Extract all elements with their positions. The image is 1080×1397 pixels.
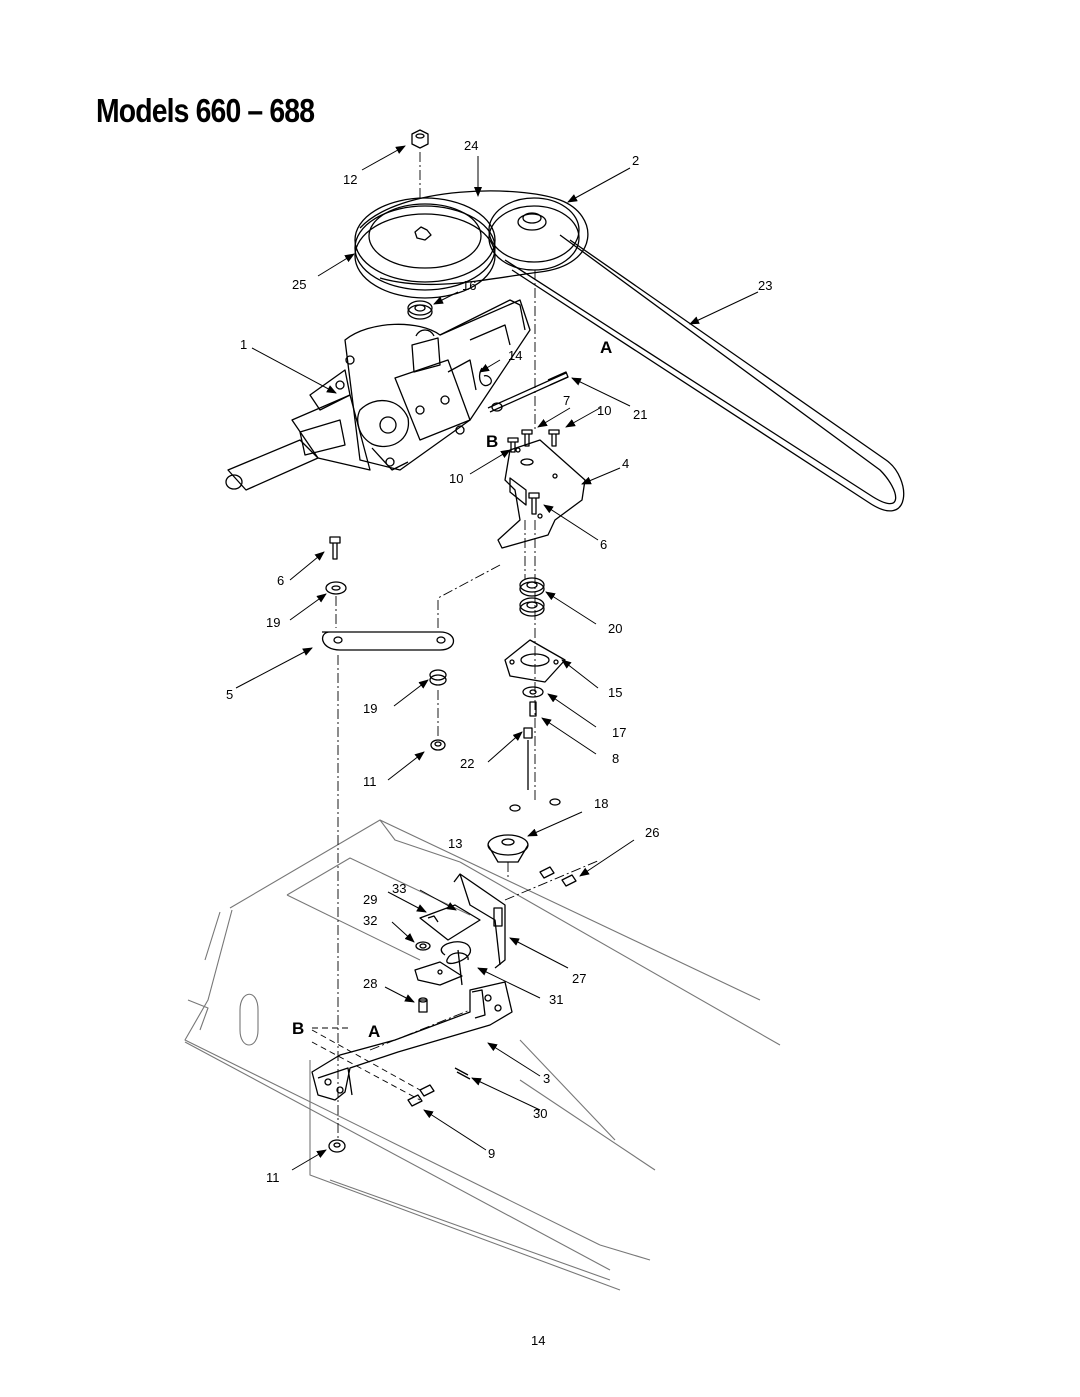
bracket-33 — [419, 904, 481, 941]
nuts-18 — [509, 798, 561, 812]
callout-labels: 1 2 3 4 5 6 6 7 8 9 10 10 11 11 12 13 14… — [226, 138, 772, 1185]
transaxle — [225, 299, 531, 491]
mower-frame — [184, 819, 781, 1291]
callout-28: 28 — [363, 976, 377, 991]
callout-18: 18 — [594, 796, 608, 811]
idler-pulley-13 — [487, 834, 529, 863]
callout-12: 12 — [343, 172, 357, 187]
callout-6a: 6 — [600, 537, 607, 552]
idler-pulley — [488, 197, 580, 271]
cotter-pin-30 — [454, 1067, 471, 1080]
callout-6b: 6 — [277, 573, 284, 588]
bolt-28 — [418, 997, 428, 1013]
callout-8: 8 — [612, 751, 619, 766]
nut-11-lower — [328, 1139, 346, 1153]
ref-letter-b-lower: B — [292, 1019, 304, 1038]
callout-17: 17 — [612, 725, 626, 740]
leader-arrows — [235, 145, 759, 1171]
callout-26: 26 — [645, 825, 659, 840]
ref-letter-a-lower: A — [368, 1022, 380, 1041]
callout-4: 4 — [622, 456, 629, 471]
ref-letter-a-upper: A — [600, 338, 612, 357]
page-title: Models 660 – 688 — [96, 92, 315, 129]
callout-19a: 19 — [266, 615, 280, 630]
hairpin-14 — [478, 367, 492, 387]
callout-33: 33 — [392, 881, 406, 896]
callout-19b: 19 — [363, 701, 377, 716]
callout-9: 9 — [488, 1146, 495, 1161]
callout-16: 16 — [462, 278, 476, 293]
callout-31: 31 — [549, 992, 563, 1007]
ref-letter-b-upper: B — [486, 432, 498, 451]
callout-20: 20 — [608, 621, 622, 636]
callout-32: 32 — [363, 913, 377, 928]
washer-19-top — [325, 581, 347, 595]
shift-rod — [487, 371, 569, 413]
bearing-bracket — [504, 639, 566, 683]
washer-32 — [415, 941, 431, 951]
page-number: 14 — [531, 1333, 546, 1348]
drive-belt — [504, 234, 905, 512]
transmission-pulley — [354, 197, 496, 299]
callout-22: 22 — [460, 756, 474, 771]
callout-11a: 11 — [363, 774, 377, 789]
callout-5: 5 — [226, 687, 233, 702]
callout-29: 29 — [363, 892, 377, 907]
hex-nut-12 — [411, 129, 429, 149]
callout-30: 30 — [533, 1106, 547, 1121]
callout-7: 7 — [563, 393, 570, 408]
bolt-26 — [539, 866, 577, 887]
link-arm — [321, 631, 455, 651]
callout-10a: 10 — [597, 403, 611, 418]
callout-1: 1 — [240, 337, 247, 352]
callout-2: 2 — [632, 153, 639, 168]
bearing-16 — [407, 300, 433, 320]
bolts-9 — [407, 1084, 435, 1107]
callout-21: 21 — [633, 407, 647, 422]
callout-27: 27 — [572, 971, 586, 986]
nut-11-upper — [430, 739, 446, 751]
bolts — [329, 429, 560, 560]
callout-23: 23 — [758, 278, 772, 293]
callout-11b: 11 — [266, 1170, 280, 1185]
callout-13: 13 — [448, 836, 462, 851]
callout-25: 25 — [292, 277, 306, 292]
v-belt — [359, 190, 589, 286]
bushings — [519, 577, 545, 617]
mounting-bracket-3 — [311, 981, 513, 1101]
shift-lever-27 — [453, 873, 506, 969]
shift-bracket — [497, 439, 586, 549]
spring-31 — [440, 941, 471, 986]
callout-10b: 10 — [449, 471, 463, 486]
bracket-plate — [414, 961, 463, 986]
callout-15: 15 — [608, 685, 622, 700]
callout-3: 3 — [543, 1071, 550, 1086]
washer-19-lower — [429, 669, 447, 686]
callout-24: 24 — [464, 138, 478, 153]
callout-14: 14 — [508, 348, 522, 363]
spacer-stack — [522, 686, 544, 790]
